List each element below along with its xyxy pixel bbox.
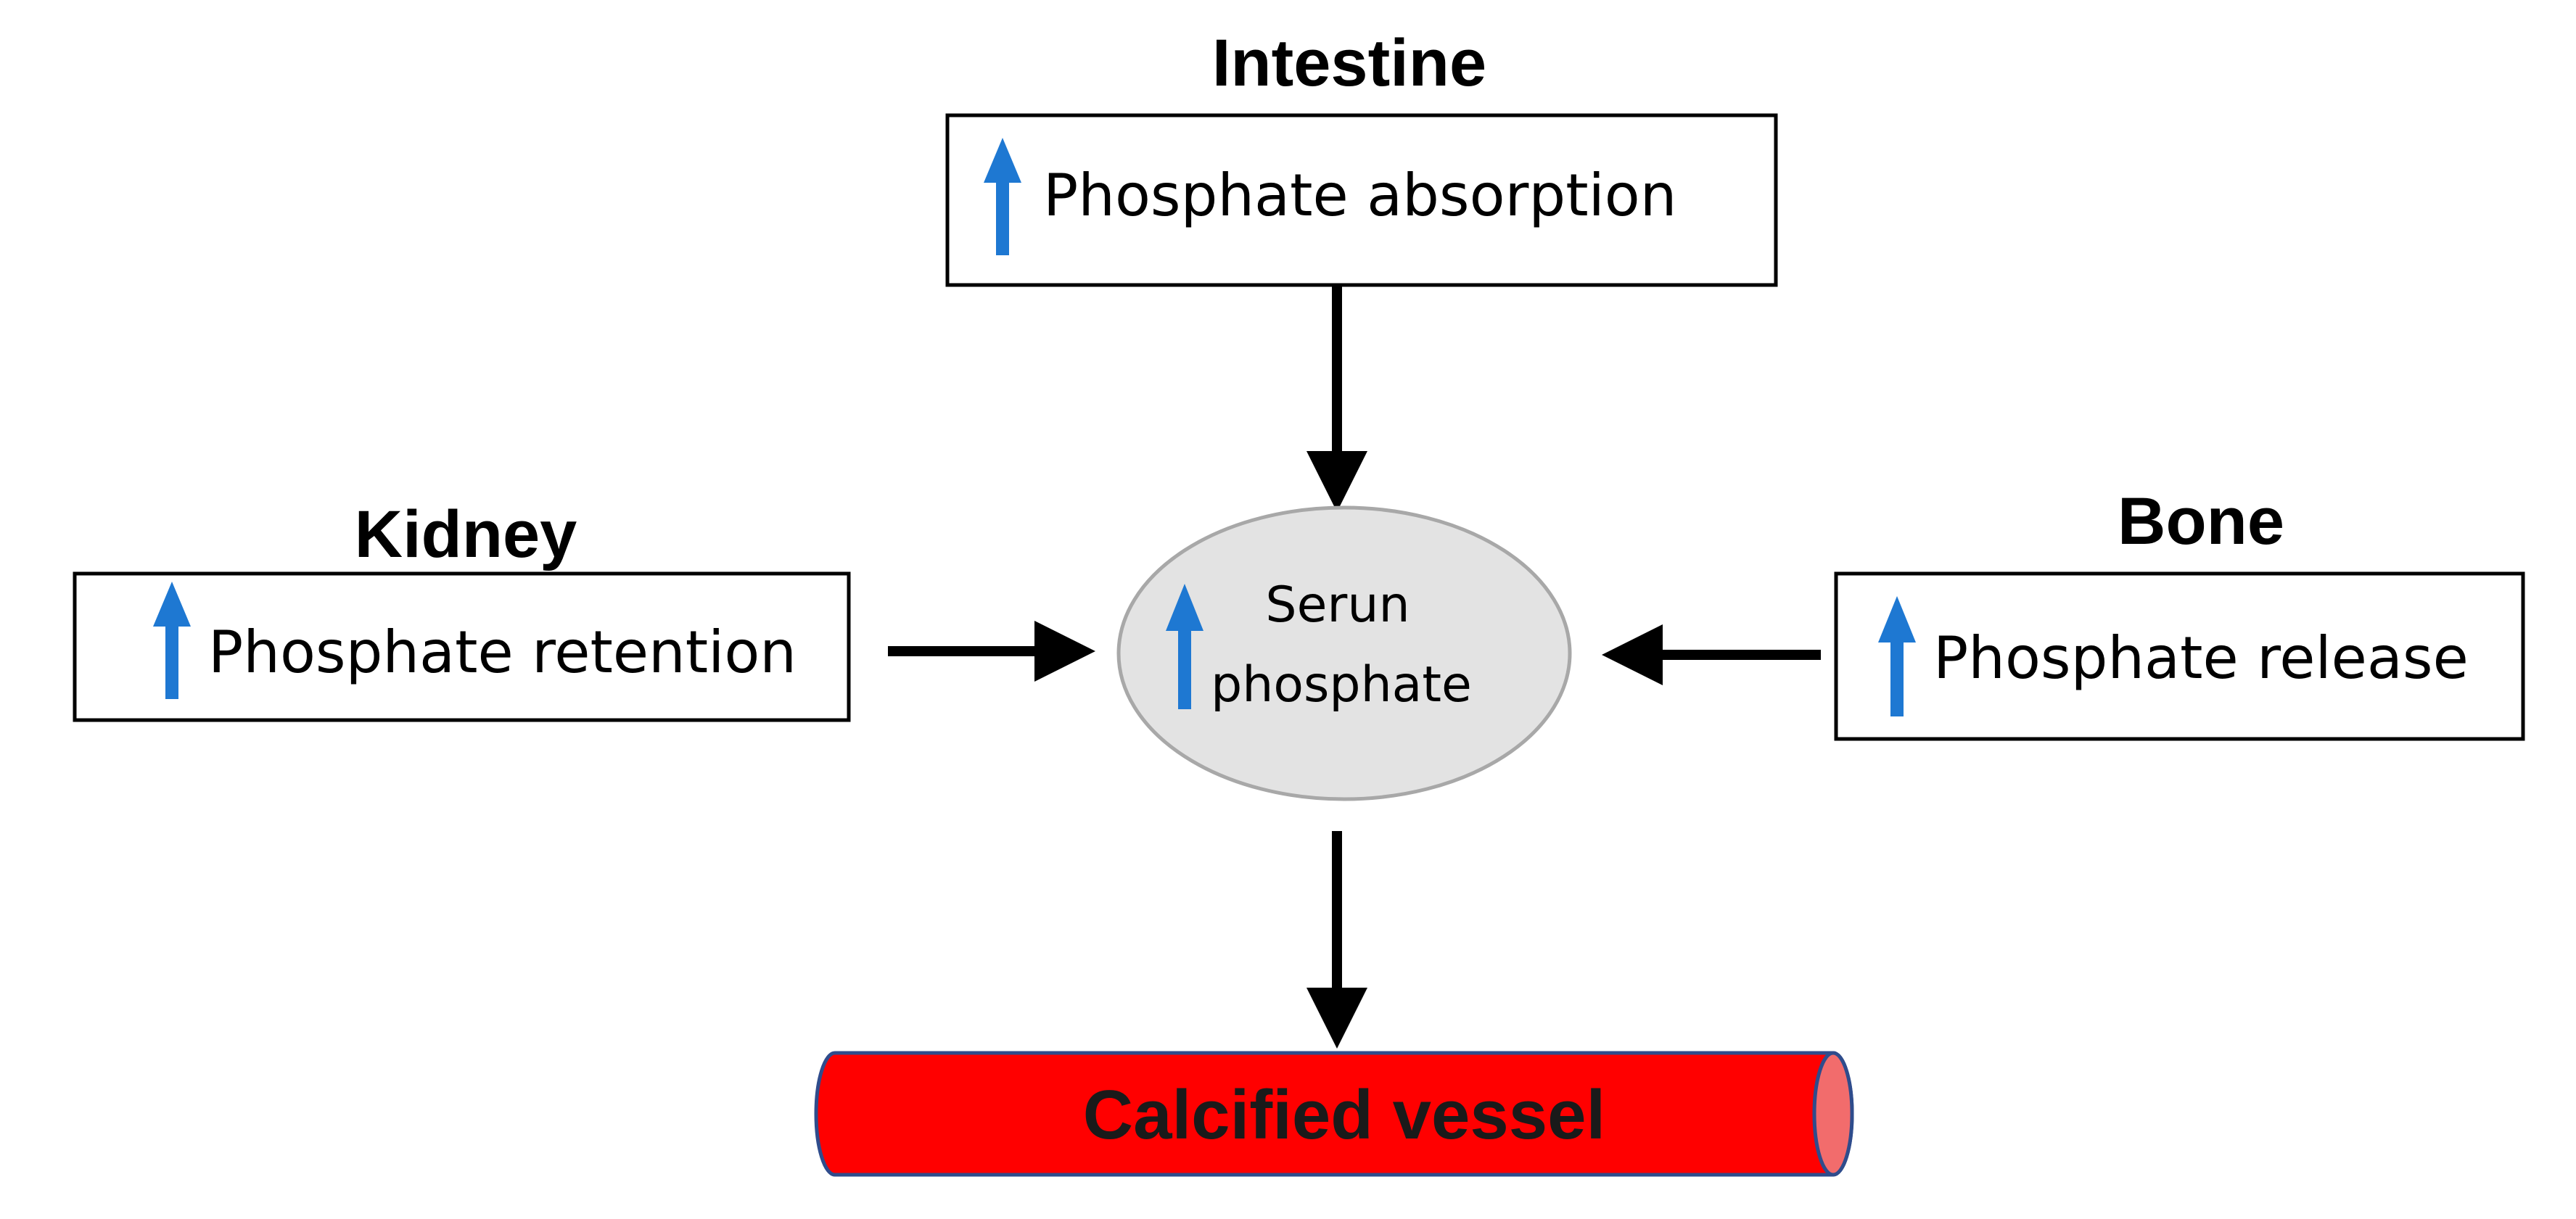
up-arrow-icon — [984, 138, 1021, 255]
serum-phosphate-label-line1: Serun — [1265, 577, 1410, 634]
kidney-box — [73, 571, 851, 722]
vessel-end-cap — [1812, 1051, 1854, 1177]
serum-phosphate-ellipse — [1116, 505, 1572, 801]
intestine-group: Intestine Phosphate absorption — [945, 26, 1778, 287]
up-arrow-icon — [153, 582, 191, 699]
bone-box — [1834, 571, 2525, 741]
vessel-label: Calcified vessel — [1083, 1076, 1605, 1154]
calcified-vessel: Calcified vessel — [814, 1051, 1854, 1177]
serum-phosphate-label-line2: phosphate — [1211, 656, 1472, 714]
intestine-label: Phosphate absorption — [1043, 162, 1676, 229]
bone-heading: Bone — [2118, 484, 2284, 558]
bone-label: Phosphate release — [1933, 624, 2469, 692]
kidney-group: Kidney Phosphate retention — [73, 497, 851, 722]
up-arrow-icon — [1878, 596, 1916, 716]
intestine-box — [945, 113, 1778, 287]
serum-phosphate-node: Serun phosphate — [1116, 505, 1572, 801]
bone-group: Bone Phosphate release — [1834, 484, 2525, 741]
intestine-heading: Intestine — [1212, 26, 1486, 100]
up-arrow-icon — [1166, 584, 1203, 709]
kidney-heading: Kidney — [355, 497, 577, 571]
kidney-label: Phosphate retention — [208, 619, 797, 686]
